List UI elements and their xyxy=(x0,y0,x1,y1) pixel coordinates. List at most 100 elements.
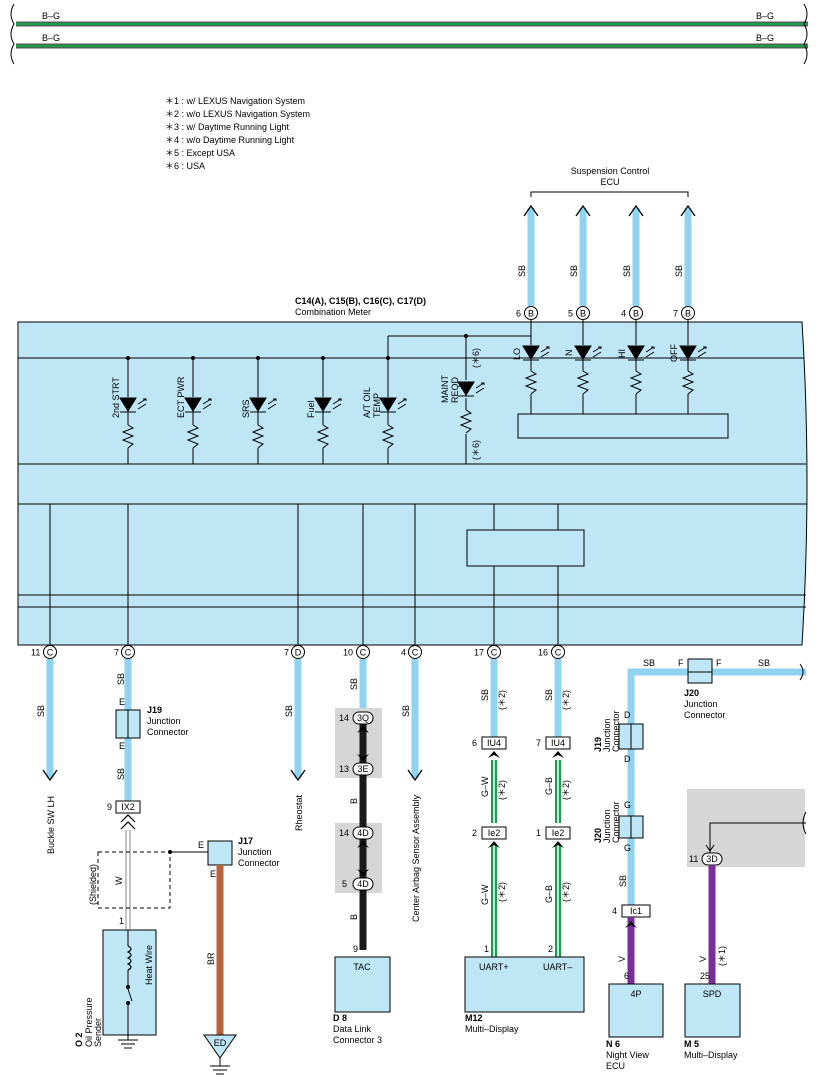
pin-number: 4 xyxy=(612,906,617,916)
note-ref: (＊2) xyxy=(497,882,507,902)
pin-number: 16 xyxy=(538,648,548,658)
led-label: OFF xyxy=(669,344,679,362)
pin-number: 11 xyxy=(689,854,698,864)
j19-name: Junction xyxy=(147,716,181,726)
pin-number: 10 xyxy=(343,648,353,658)
pin-number: 2 xyxy=(472,828,477,838)
pin-letter: D xyxy=(624,710,631,720)
pin-letter: E xyxy=(210,869,216,879)
sensor-name: Sender xyxy=(93,1018,103,1047)
j19-name: Connector xyxy=(147,727,189,737)
note: ＊3 : w/ Daytime Running Light xyxy=(165,122,290,132)
connector-letter: B xyxy=(580,309,586,319)
connector-code: Ie2 xyxy=(488,828,501,838)
lamp-label: TEMP xyxy=(372,393,382,418)
note: ＊6 : USA xyxy=(165,161,205,171)
wire-color: G–W xyxy=(480,884,490,905)
led-label: N xyxy=(564,350,574,357)
wire-color: V xyxy=(698,956,708,962)
wire-color: BR xyxy=(206,952,216,965)
lamp-label: Fuel xyxy=(306,400,316,418)
connector-letter: C xyxy=(555,648,562,658)
pin-number: 17 xyxy=(474,648,484,658)
connector-letter: B xyxy=(528,309,534,319)
j20-name: Junction xyxy=(684,699,718,709)
dlc-name: Data Link xyxy=(333,1024,372,1034)
wire-color: W xyxy=(114,876,124,885)
wire-color: SB xyxy=(569,265,579,277)
md-code: M12 xyxy=(465,1013,483,1023)
wire-color: SB xyxy=(116,673,126,685)
pin-number: 6 xyxy=(472,738,477,748)
pin-number: 5 xyxy=(568,309,573,319)
nv-name: ECU xyxy=(606,1061,625,1071)
pin-number: 25 xyxy=(700,971,710,981)
connector-code: IX2 xyxy=(121,802,135,812)
connector-code: 3Q xyxy=(357,713,369,723)
bus-label: B–G xyxy=(42,33,60,43)
nv-name: Night View xyxy=(606,1050,649,1060)
bus-label: B–G xyxy=(42,11,60,21)
wire-color: V xyxy=(617,956,627,962)
pin-letter: E xyxy=(119,697,125,707)
pin-number: 9 xyxy=(353,944,358,954)
connector-code: IU4 xyxy=(551,738,565,748)
pin-number: 7 xyxy=(536,738,541,748)
pin-number: 11 xyxy=(31,648,40,658)
j17-name: Junction xyxy=(238,847,272,857)
v20-code: J20 xyxy=(593,828,603,843)
note-ref: (＊6) xyxy=(471,440,481,460)
pin-letter: G xyxy=(624,843,631,853)
v19-name: Connector xyxy=(611,710,621,752)
lamp-label: SRS xyxy=(241,399,251,418)
connector-letter: C xyxy=(125,648,132,658)
pin-number: 1 xyxy=(536,828,541,838)
dlc-code: D 8 xyxy=(333,1013,347,1023)
v20-name: Junction xyxy=(602,809,612,843)
v19-code: J19 xyxy=(593,737,603,752)
wire-color: SB xyxy=(758,658,770,668)
pin-letter: E xyxy=(119,741,125,751)
note: ＊1 : w/ LEXUS Navigation System xyxy=(165,96,305,106)
j17-name: Connector xyxy=(238,858,280,868)
pin-number: 4 xyxy=(401,648,406,658)
note-ref: (＊1) xyxy=(717,946,727,966)
pin-letter: F xyxy=(716,658,722,668)
pin-number: 5 xyxy=(342,879,347,889)
note-ref: (＊6) xyxy=(471,348,481,368)
m5-code: M 5 xyxy=(684,1039,699,1049)
lamp-label: A/T OIL xyxy=(362,387,372,418)
pin-label: UART– xyxy=(543,962,572,972)
data-link-connector: 3Q 3E 4D 4D 14 13 14 5 B B 9 TAC D 8 Dat… xyxy=(333,708,391,1045)
wire-color: SB xyxy=(349,678,359,690)
dest-label: Buckle SW LH xyxy=(46,796,56,854)
susp-title: ECU xyxy=(600,177,619,187)
lamp-label: MAINT xyxy=(440,375,450,404)
pin-label: UART+ xyxy=(479,962,509,972)
connector-letter: C xyxy=(412,648,419,658)
pin-letter: D xyxy=(624,754,631,764)
wire-color: SB xyxy=(618,875,628,887)
night-view-branch: D D G G J19 Junction Connector J20 Junct… xyxy=(593,710,664,1071)
wire-labels: SB SB SB SB SB SB SB (＊2) (＊2) Buckle SW… xyxy=(36,673,571,922)
m5-name: Multi–Display xyxy=(684,1050,738,1060)
suspension-ecu: Suspension Control ECU SB SB SB SB B B xyxy=(516,166,696,320)
pin-number: 7 xyxy=(673,309,678,319)
sensor-code: O 2 xyxy=(74,1032,84,1047)
wire-color: SB xyxy=(674,265,684,277)
oil-pressure-sender: Heat Wire O 2 Oil Pressure Sender xyxy=(74,929,157,1049)
meter-name: Combination Meter xyxy=(295,307,371,317)
wire-color: SB xyxy=(643,658,655,668)
wire-color: G–W xyxy=(480,776,490,797)
bus-label: B–G xyxy=(756,33,774,43)
j19-junction: E E J19 Junction Connector SB IX2 9 W (S… xyxy=(88,697,220,935)
connector-code: Ie2 xyxy=(552,828,565,838)
ecu-box-label: 4P xyxy=(630,989,641,999)
multi-display-m12: IU4 IU4 Ie2 Ie2 6 7 2 1 G–W G–B (＊2) (＊2… xyxy=(464,736,585,1034)
note-ref: (＊2) xyxy=(497,780,507,800)
pin-number: 9 xyxy=(107,802,112,812)
wire-color: SB xyxy=(284,705,294,717)
meter-code: C14(A), C15(B), C16(C), C17(D) xyxy=(295,296,426,306)
connector-letter: B xyxy=(685,309,691,319)
connector-code: 3E xyxy=(357,764,368,774)
